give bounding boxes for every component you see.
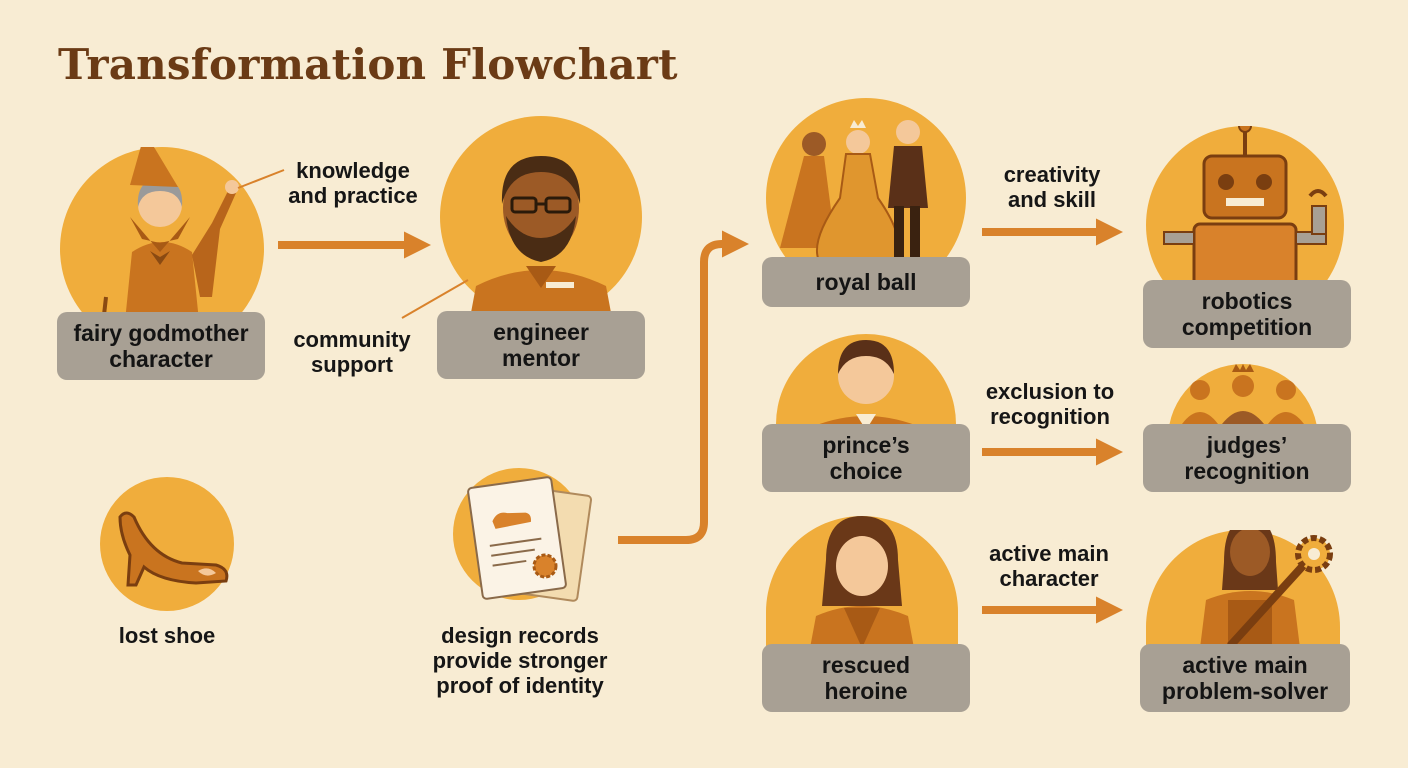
document-icon — [467, 476, 593, 602]
robot-icon — [1163, 126, 1328, 288]
edge-label-active: active main character — [989, 541, 1109, 591]
node-active-problem-solver: active main problem-solver — [1140, 644, 1350, 712]
node-design-records: design records provide stronger proof of… — [432, 623, 608, 698]
node-royal-ball: royal ball — [762, 257, 970, 307]
node-lost-shoe: lost shoe — [118, 623, 216, 648]
node-judges-recognition: judges’ recognition — [1143, 424, 1351, 492]
design-records-circle — [453, 468, 593, 602]
high-heel-shoe-icon — [118, 511, 229, 587]
node-fairy-godmother: fairy godmother character — [57, 312, 265, 380]
heroine-icon — [810, 516, 914, 648]
active-problem-solver-circle — [1146, 530, 1340, 648]
engineer-icon — [470, 156, 612, 318]
node-princes-choice: prince’s choice — [762, 424, 970, 492]
page-title: Transformation Flowchart — [58, 40, 678, 89]
judges-icon — [1182, 364, 1304, 424]
node-engineer-mentor: engineer mentor — [437, 311, 645, 379]
edge-label-creativity: creativity and skill — [1003, 162, 1101, 212]
mechanic-icon — [1200, 530, 1333, 648]
node-rescued-heroine: rescued heroine — [762, 644, 970, 712]
dancers-icon — [780, 120, 928, 259]
lost-shoe-circle — [100, 477, 234, 611]
engineer-mentor-circle — [440, 116, 642, 318]
node-robotics-competition: robotics competition — [1143, 280, 1351, 348]
edge-label-exclusion: exclusion to recognition — [985, 379, 1115, 429]
edge-label-community: community support — [293, 327, 411, 377]
edge-label-knowledge: knowledge and practice — [288, 158, 418, 208]
rescued-heroine-circle — [766, 516, 958, 648]
